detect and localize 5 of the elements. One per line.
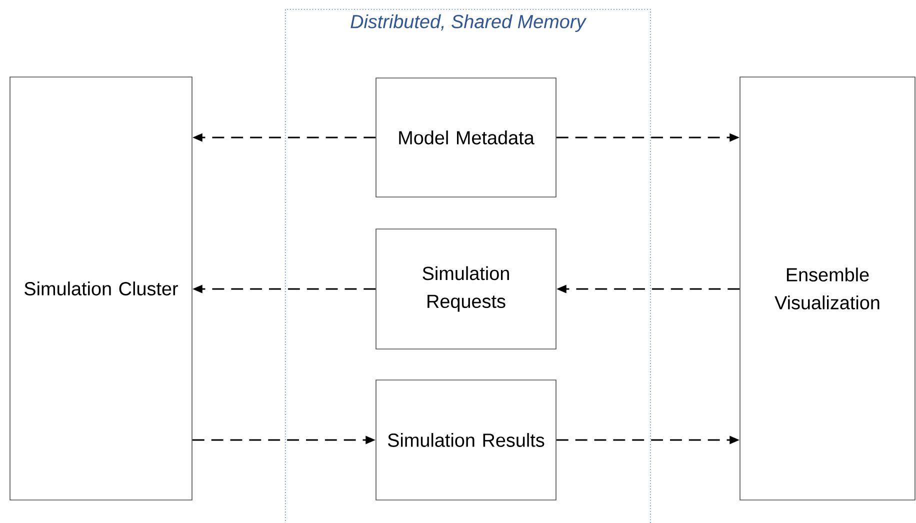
data-box: Model Metadata [376,78,556,198]
cluster-box: Simulation Cluster [10,76,192,500]
visualization-box: Ensemble Visualization [740,76,916,500]
data-box: Simulation Requests [376,228,556,350]
data-box: Simulation Results [376,380,556,500]
